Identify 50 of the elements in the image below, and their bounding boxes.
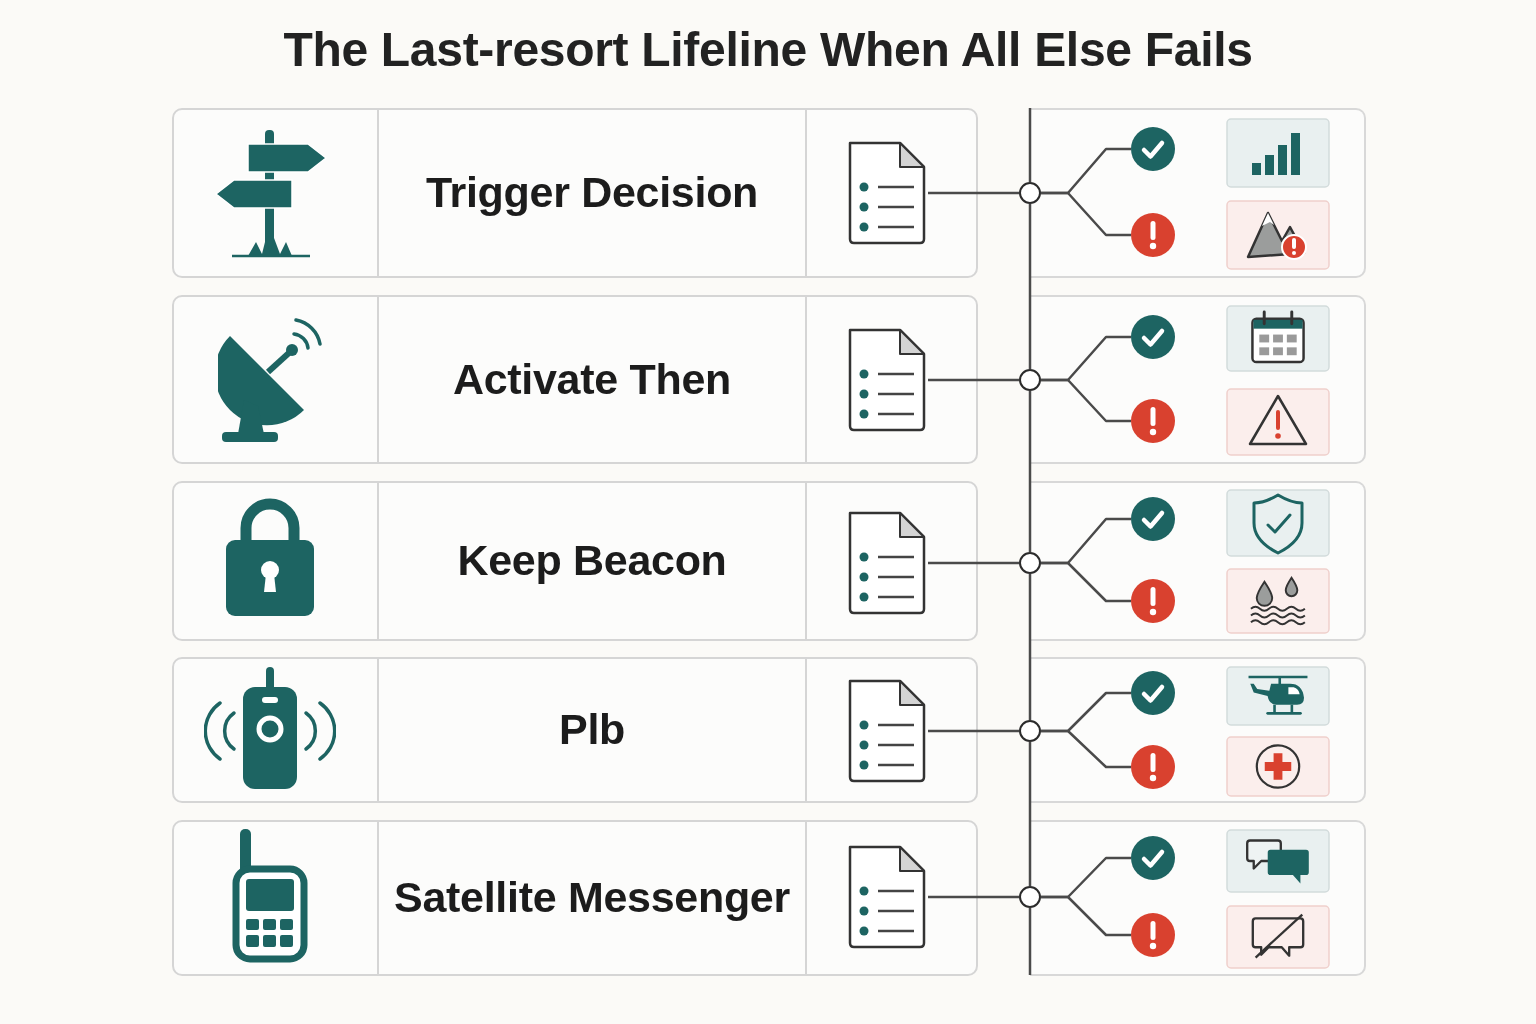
branch-line [1041, 895, 1131, 937]
branch-line [1041, 191, 1131, 237]
step-title: Activate Then [452, 354, 732, 405]
step-title: Keep Beacon [457, 536, 727, 586]
check-icon [1131, 315, 1175, 359]
connector-line [928, 191, 1019, 195]
check-icon [1131, 127, 1175, 171]
junction-circle [1019, 182, 1041, 204]
outcome-panel [1030, 481, 1366, 641]
step-title: Trigger Decision [425, 168, 759, 218]
junction-circle [1019, 369, 1041, 391]
branch-line [1041, 561, 1131, 603]
document-icon [846, 677, 928, 785]
branch-line [1041, 378, 1131, 423]
alert-icon [1131, 213, 1175, 257]
connector-line [928, 895, 1019, 899]
junction-circle [1019, 720, 1041, 742]
outcome-panel [1030, 295, 1366, 464]
alert-icon [1131, 399, 1175, 443]
step-title: Plb [559, 705, 625, 755]
document-icon [846, 139, 928, 247]
junction-circle [1019, 552, 1041, 574]
alert-icon [1131, 745, 1175, 789]
step-card [172, 295, 978, 464]
check-icon [1131, 497, 1175, 541]
step-card [172, 108, 978, 278]
alert-icon [1131, 913, 1175, 957]
branch-line [1041, 729, 1131, 769]
document-icon [846, 843, 928, 951]
step-card [172, 481, 978, 641]
outcome-panel [1030, 108, 1366, 278]
step-title: Satellite Messenger [394, 873, 790, 923]
connector-line [928, 561, 1019, 565]
document-icon [846, 326, 928, 434]
step-card [172, 820, 978, 976]
document-icon [846, 509, 928, 617]
spine-line [1028, 574, 1032, 720]
check-icon [1131, 836, 1175, 880]
spine-line [1028, 742, 1032, 886]
check-icon [1131, 671, 1175, 715]
diagram-title: The Last-resort Lifeline When All Else Fails [283, 22, 1253, 77]
outcome-panel [1030, 657, 1366, 803]
spine-line [1028, 204, 1032, 369]
outcome-panel [1030, 820, 1366, 976]
spine-line [1028, 391, 1032, 552]
alert-icon [1131, 579, 1175, 623]
step-card [172, 657, 978, 803]
connector-line [928, 378, 1019, 382]
connector-line [928, 729, 1019, 733]
junction-circle [1019, 886, 1041, 908]
